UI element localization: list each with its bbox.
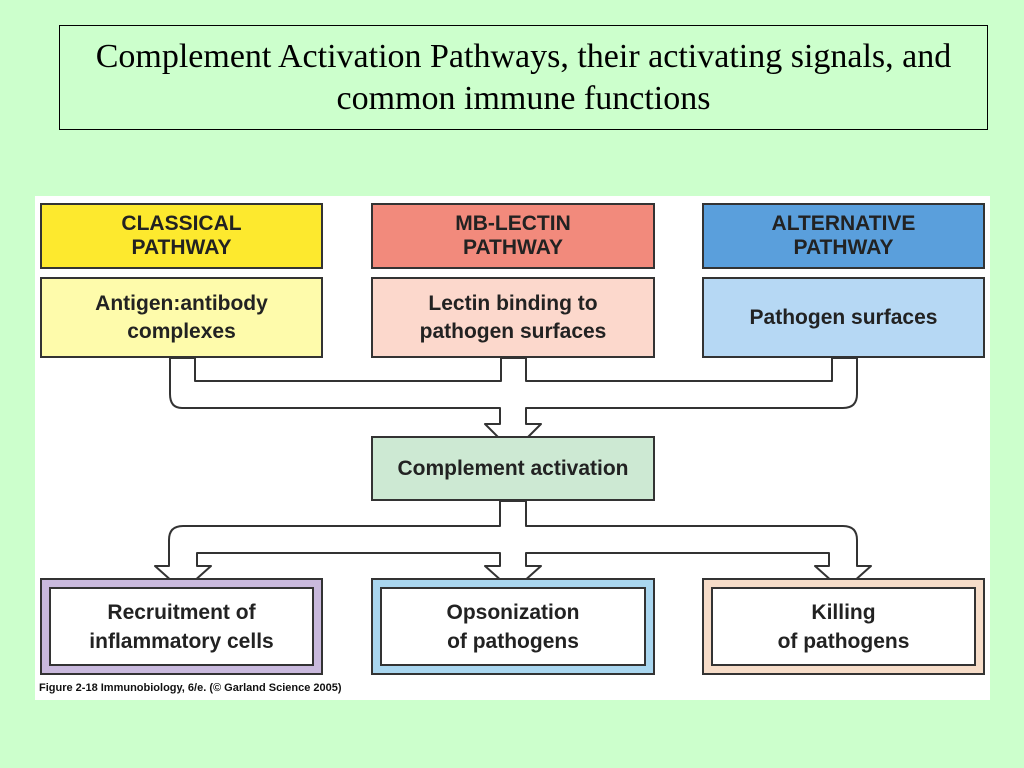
alternative-signal: Pathogen surfaces [702, 277, 985, 358]
converging-arrow [169, 357, 858, 453]
complement-activation-box: Complement activation [371, 436, 655, 501]
alternative-pathway-header: ALTERNATIVE PATHWAY [702, 203, 985, 269]
classical-signal: Antigen:antibody complexes [40, 277, 323, 358]
mb-lectin-pathway-header: MB-LECTIN PATHWAY [371, 203, 655, 269]
flow-arrows [154, 357, 872, 592]
figure-caption: Figure 2-18 Immunobiology, 6/e. (© Garla… [39, 682, 342, 694]
outcome-killing: Killing of pathogens [702, 578, 985, 675]
classical-pathway-header: CLASSICAL PATHWAY [40, 203, 323, 269]
complement-diagram: CLASSICAL PATHWAY MB-LECTIN PATHWAY ALTE… [35, 196, 990, 700]
outcome-opsonization: Opsonization of pathogens [371, 578, 655, 675]
outcome-recruitment: Recruitment of inflammatory cells [40, 578, 323, 675]
slide-title: Complement Activation Pathways, their ac… [59, 25, 988, 130]
mb-lectin-signal: Lectin binding to pathogen surfaces [371, 277, 655, 358]
